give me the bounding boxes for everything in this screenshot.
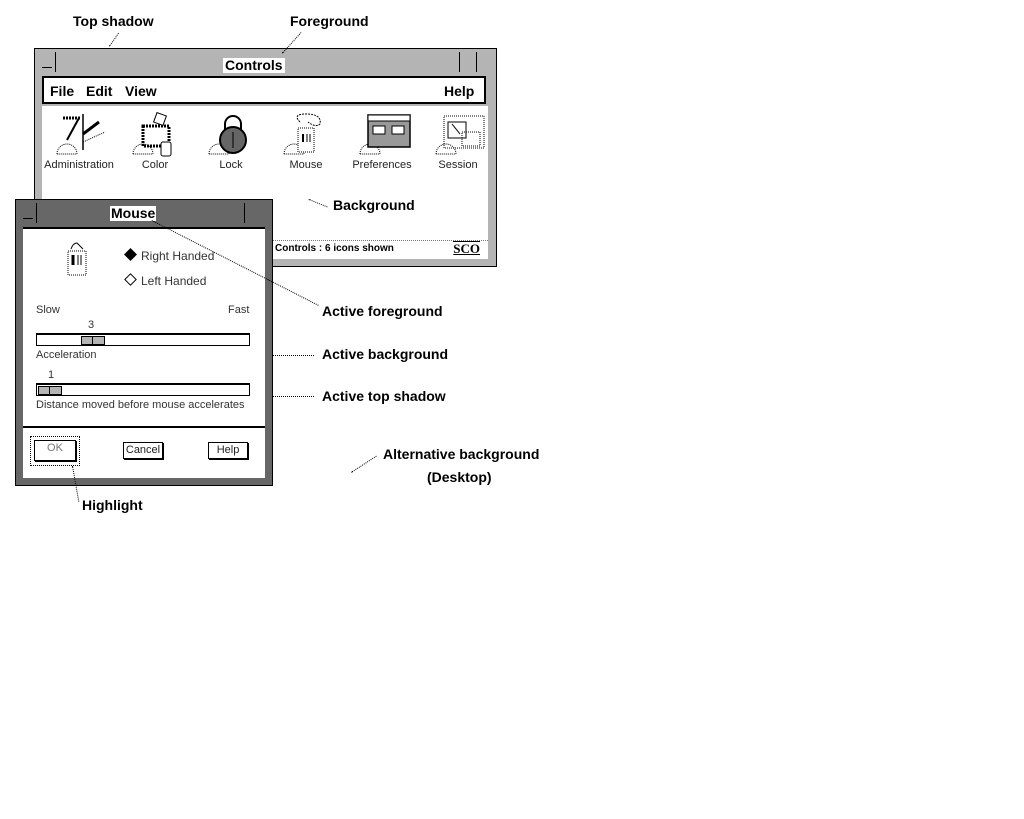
leader-active-top-shadow — [272, 396, 314, 397]
radio-left-handed[interactable]: Left Handed — [124, 273, 207, 288]
window-title: Mouse — [110, 205, 157, 221]
slider-thumb[interactable] — [38, 386, 62, 395]
icon-label: Color — [141, 159, 169, 171]
mouse-icon — [67, 242, 87, 276]
session-icon — [435, 115, 485, 155]
radio-label: Left Handed — [141, 274, 207, 288]
icon-label: Lock — [219, 159, 243, 171]
menu-help[interactable]: Help — [444, 83, 474, 99]
mouse-icon — [283, 113, 321, 155]
default-button-highlight: OK — [30, 436, 80, 466]
threshold-slider[interactable] — [36, 383, 250, 396]
menu-view[interactable]: View — [125, 83, 157, 99]
callout-active-background: Active background — [322, 346, 449, 362]
speed-fast-label: Fast — [228, 304, 250, 316]
callout-desktop: (Desktop) — [427, 469, 492, 485]
callout-highlight: Highlight — [82, 497, 143, 513]
leader-top-shadow — [109, 32, 119, 47]
icon-label: Mouse — [289, 159, 323, 171]
mouse-titlebar[interactable]: Mouse — [16, 200, 272, 226]
leader-active-background — [272, 355, 314, 356]
sco-logo: SCO — [453, 241, 480, 256]
window-menu-button[interactable] — [38, 52, 56, 72]
radio-right-handed[interactable]: Right Handed — [124, 248, 215, 263]
menu-edit-label: Edit — [86, 83, 113, 99]
radio-indicator — [124, 273, 137, 286]
threshold-label: Distance moved before mouse accelerates — [36, 399, 245, 411]
menu-edit[interactable]: Edit — [86, 83, 112, 99]
speed-slow-label: Slow — [36, 304, 60, 316]
mouse-window: Mouse Right Handed Left Handed Slow Fast… — [15, 199, 273, 486]
threshold-value: 1 — [48, 369, 55, 381]
callout-active-foreground: Active foreground — [322, 303, 443, 319]
ok-button[interactable]: OK — [34, 440, 76, 461]
leader-desktop — [351, 455, 377, 473]
icon-item-administration[interactable]: Administration — [39, 112, 119, 171]
status-text: Controls : 6 icons shown — [275, 243, 394, 254]
maximize-button[interactable] — [476, 52, 493, 72]
icon-item-preferences[interactable]: Preferences — [342, 112, 422, 171]
administration-icon — [56, 114, 106, 155]
acceleration-value: 3 — [88, 319, 95, 331]
minimize-button[interactable] — [459, 52, 476, 72]
icon-label: Administration — [44, 159, 114, 171]
slider-thumb[interactable] — [81, 336, 105, 345]
icon-label: Preferences — [352, 159, 412, 171]
acceleration-slider[interactable] — [36, 333, 250, 346]
radio-label: Right Handed — [141, 249, 215, 263]
icon-item-session[interactable]: Session — [418, 112, 498, 171]
help-button[interactable]: Help — [208, 442, 248, 459]
lock-icon — [208, 115, 247, 155]
icon-item-mouse[interactable]: Mouse — [266, 112, 346, 171]
window-menu-button[interactable] — [19, 203, 37, 223]
callout-foreground: Foreground — [290, 13, 369, 29]
menu-bar: File Edit View Help — [42, 76, 486, 104]
controls-titlebar[interactable]: Controls — [35, 49, 496, 75]
maximize-button[interactable] — [244, 203, 261, 223]
icon-label: Session — [438, 159, 478, 171]
menu-file[interactable]: File — [50, 83, 74, 99]
dialog-button-bar: OK Cancel Help — [23, 426, 265, 478]
callout-top-shadow: Top shadow — [73, 13, 154, 29]
acceleration-label: Acceleration — [36, 349, 97, 361]
radio-selected-indicator — [124, 248, 137, 261]
callout-active-top-shadow: Active top shadow — [322, 388, 446, 404]
color-icon — [132, 112, 172, 157]
mouse-settings-panel: Right Handed Left Handed Slow Fast 3 Acc… — [23, 227, 265, 426]
cancel-button[interactable]: Cancel — [123, 442, 163, 459]
icon-item-color[interactable]: Color — [115, 112, 195, 171]
icon-item-lock[interactable]: Lock — [191, 112, 271, 171]
preferences-icon — [359, 114, 411, 155]
callout-background: Background — [333, 197, 415, 213]
menu-file-label: File — [50, 83, 75, 99]
callout-alternative-background: Alternative background — [383, 446, 540, 462]
window-title: Controls — [223, 57, 285, 73]
controls-window: Controls File Edit View Help Administrat… — [34, 48, 497, 267]
menu-view-label: View — [125, 83, 157, 99]
menu-help-label: Help — [444, 83, 475, 99]
